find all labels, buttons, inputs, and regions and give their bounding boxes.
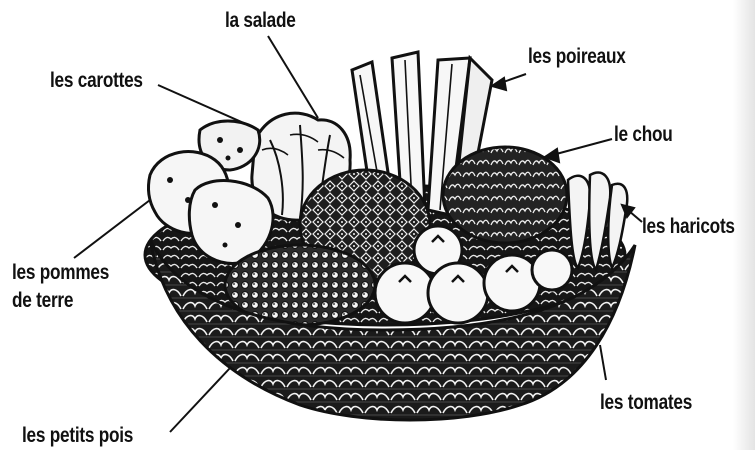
label-poireaux: les poireaux (528, 46, 626, 68)
label-carottes: les carottes (50, 70, 143, 92)
page-edge-shadow (733, 0, 755, 450)
label-pommes-line1: les pommes (12, 262, 109, 284)
label-chou: le chou (614, 124, 673, 146)
cabbage-drawing (443, 147, 567, 243)
label-salade: la salade (225, 10, 296, 32)
label-pommes-line2: de terre (12, 290, 73, 312)
label-haricots: les haricots (642, 216, 735, 238)
label-tomates: les tomates (600, 392, 692, 414)
label-petits-pois: les petits pois (22, 425, 133, 447)
